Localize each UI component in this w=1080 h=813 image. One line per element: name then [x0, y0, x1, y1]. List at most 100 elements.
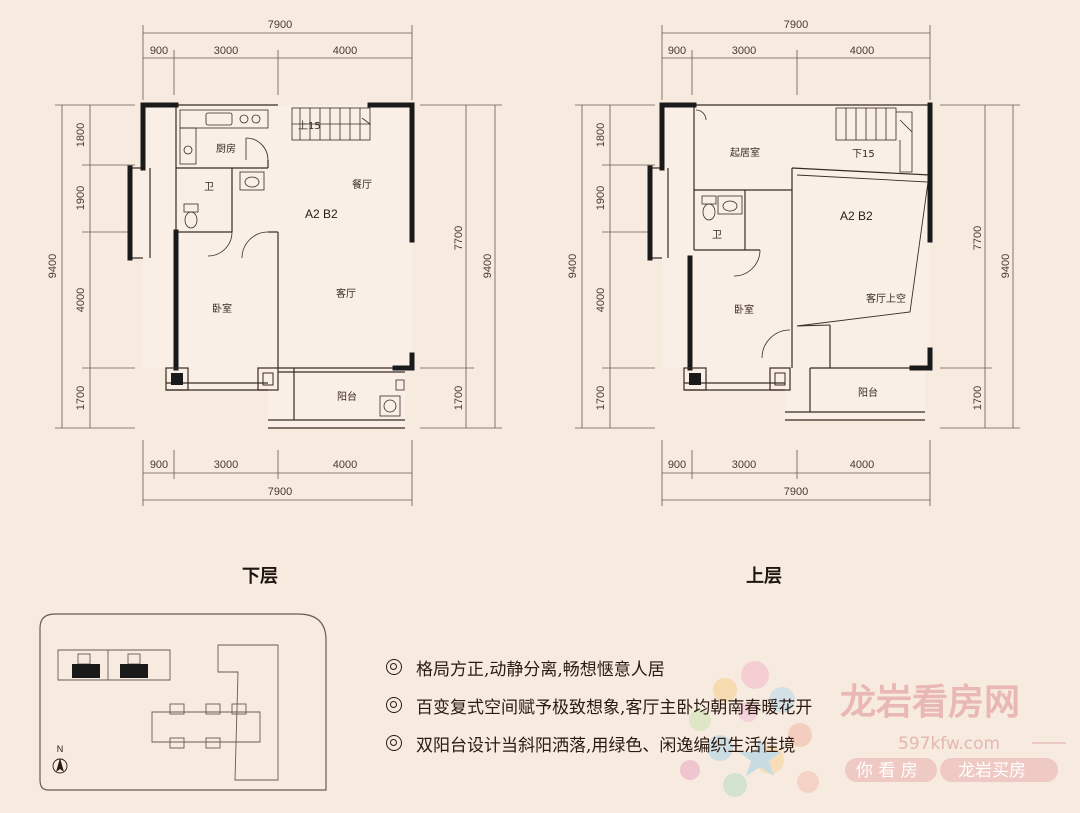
upper-walls-thick: [647, 102, 933, 371]
bullet-icon: [386, 697, 402, 713]
lower-left-total: 9400: [47, 254, 59, 278]
upper-top-total: 7900: [784, 19, 808, 31]
lower-bottom-seg-3: 4000: [333, 459, 357, 471]
upper-left-seg-4: 1700: [595, 386, 607, 410]
watermark-pill-left: [845, 758, 937, 782]
lower-floor-title: 下层: [242, 566, 278, 587]
lower-column-left: [165, 367, 189, 391]
lower-right-dimensions: [420, 104, 502, 429]
upper-floor-title: 上层: [746, 566, 782, 587]
lower-right-bottom: 1700: [453, 386, 465, 410]
lower-staircase: [291, 107, 372, 141]
watermark-slogan-right: 龙岩买房: [958, 761, 1026, 781]
watermark-dots-icon: [680, 661, 819, 797]
feature-text-3: 双阳台设计当斜阳洒落,用绿色、闲逸编织生活佳境: [416, 735, 796, 756]
lower-left-seg-1: 1800: [75, 123, 87, 147]
lower-right-inner: 7700: [453, 226, 465, 250]
upper-bottom-total: 7900: [784, 486, 808, 498]
upper-bottom-seg-2: 3000: [732, 459, 756, 471]
upper-room-bath: 卫: [712, 230, 722, 241]
lower-bottom-dimensions: [142, 440, 413, 506]
upper-bath-fixtures: [695, 109, 791, 359]
lower-column-left-core: [171, 373, 183, 385]
upper-staircase: [835, 107, 913, 173]
lower-top-seg-1: 900: [150, 45, 168, 57]
upper-left-seg-2: 1900: [595, 186, 607, 210]
feature-item: 格局方正,动静分离,畅想惬意人居: [386, 654, 1066, 680]
upper-right-bottom: 1700: [972, 386, 984, 410]
lower-room-bedroom: 卧室: [212, 302, 232, 315]
upper-room-study: 起居室: [730, 146, 760, 159]
watermark-brand: 龙岩看房网: [840, 682, 1020, 723]
feature-item: 双阳台设计当斜阳洒落,用绿色、闲逸编织生活佳境: [386, 730, 1066, 756]
site-plan-border: [39, 613, 327, 791]
lower-room-living: 客厅: [336, 287, 356, 300]
lower-walls-thick: [127, 102, 415, 371]
upper-void-outline: [796, 174, 929, 327]
site-unit-highlight-2: [120, 664, 148, 678]
watermark-pill-right: [940, 758, 1058, 782]
site-building-second: [151, 703, 261, 749]
lower-floor-area: [128, 105, 412, 428]
watermark-url: 597kfw.com: [898, 734, 1000, 754]
lower-top-total: 7900: [268, 19, 292, 31]
site-plan: N: [39, 613, 327, 791]
bullet-icon: [386, 735, 402, 751]
upper-column-mid: [769, 367, 791, 391]
upper-room-void: 客厅上空: [866, 292, 906, 305]
lower-column-mid-core: [262, 372, 274, 386]
lower-room-dining: 餐厅: [352, 178, 372, 191]
upper-bottom-seg-3: 4000: [850, 459, 874, 471]
lower-top-seg-3: 4000: [333, 45, 357, 57]
lower-bath-fixtures: [183, 171, 269, 259]
upper-right-dimensions: [940, 104, 1020, 429]
lower-left-dimensions: [55, 104, 135, 429]
lower-walls-thin: [130, 104, 405, 429]
lower-bottom-seg-2: 3000: [214, 459, 238, 471]
watermark-slogan-left: 你 看 房: [856, 761, 918, 781]
upper-floor-area: [648, 105, 930, 420]
feature-item: 百变复式空间赋予极致想象,客厅主卧均朝南春暖花开: [386, 692, 1066, 718]
north-arrow-pointer: [56, 758, 64, 772]
lower-balcony-fixtures: [379, 379, 405, 417]
upper-unit-label: A2 B2: [840, 209, 873, 223]
lower-left-seg-4: 1700: [75, 386, 87, 410]
lower-room-bath: 卫: [204, 182, 214, 193]
lower-bottom-seg-1: 900: [150, 459, 168, 471]
feature-list: 格局方正,动静分离,畅想惬意人居 百变复式空间赋予极致想象,客厅主卧均朝南春暖花…: [386, 654, 1066, 756]
upper-right-total: 9400: [1000, 254, 1012, 278]
site-building-l: [217, 644, 279, 781]
lower-stair-mark: 上15: [298, 120, 321, 132]
lower-left-seg-2: 1900: [75, 186, 87, 210]
lower-bottom-total: 7900: [268, 486, 292, 498]
lower-left-seg-3: 4000: [75, 288, 87, 312]
upper-room-bedroom: 卧室: [734, 303, 754, 316]
upper-top-seg-1: 900: [668, 45, 686, 57]
lower-floor-plan: 7900 900 3000 4000 1800 1900 4000 1700 9…: [47, 19, 502, 506]
upper-bottom-seg-1: 900: [668, 459, 686, 471]
upper-column-left: [683, 367, 707, 391]
upper-walls-thin: [650, 104, 931, 421]
upper-left-seg-1: 1800: [595, 123, 607, 147]
bullet-icon: [386, 659, 402, 675]
upper-floor-plan: 7900 900 3000 4000 1800 1900 4000 1700 9…: [567, 19, 1020, 506]
upper-left-dimensions: [575, 104, 655, 429]
site-unit-highlight-1: [72, 664, 100, 678]
upper-bottom-dimensions: [661, 440, 931, 506]
upper-top-dimensions: [661, 25, 931, 100]
lower-top-dimensions: [142, 25, 413, 100]
upper-right-inner: 7700: [972, 226, 984, 250]
lower-room-kitchen: 厨房: [216, 142, 236, 155]
lower-unit-label: A2 B2: [305, 207, 338, 221]
upper-top-seg-3: 4000: [850, 45, 874, 57]
lower-room-balcony: 阳台: [337, 390, 357, 403]
upper-column-mid-core: [774, 372, 786, 386]
feature-text-2: 百变复式空间赋予极致想象,客厅主卧均朝南春暖花开: [416, 697, 813, 718]
north-label: N: [57, 744, 64, 754]
lower-column-mid: [257, 367, 279, 391]
upper-left-total: 9400: [567, 254, 579, 278]
upper-column-left-core: [689, 373, 701, 385]
feature-text-1: 格局方正,动静分离,畅想惬意人居: [416, 659, 665, 680]
upper-top-seg-2: 3000: [732, 45, 756, 57]
